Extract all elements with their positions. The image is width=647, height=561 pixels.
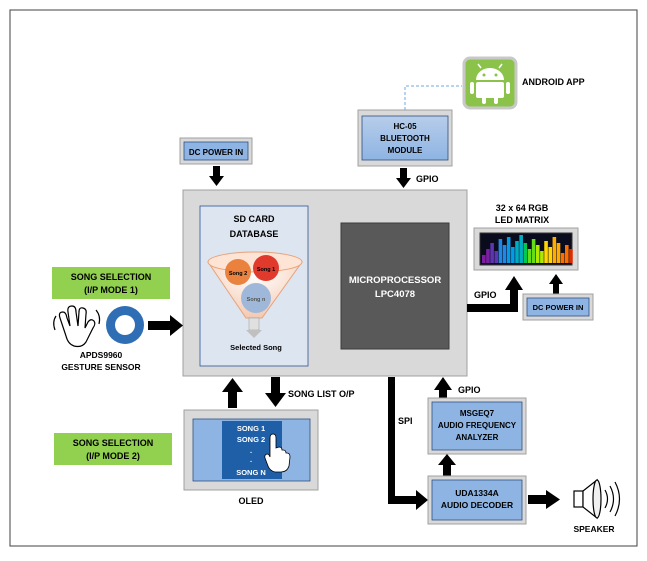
song-selection-mode1-badge: SONG SELECTION (I/P MODE 1) — [52, 267, 170, 299]
arrow-sensor-processor — [148, 315, 183, 336]
gesture-sensor-label-2: GESTURE SENSOR — [61, 362, 140, 372]
bluetooth-module-block: HC-05 BLUETOOTH MODULE — [357, 109, 453, 167]
equalizer-bar — [506, 237, 511, 263]
song-2-label: Song 2 — [229, 271, 247, 277]
equalizer-bar — [519, 235, 523, 263]
arrow-oled-to-processor — [222, 378, 243, 408]
song-n-ball — [241, 283, 271, 313]
equalizer-bar — [560, 253, 565, 263]
android-app-label: ANDROID APP — [522, 77, 585, 87]
msgeq7-label-1: MSGEQ7 — [460, 409, 495, 418]
song-list-out-label: SONG LIST O/P — [288, 389, 355, 399]
equalizer-bar — [482, 255, 486, 263]
sd-card-label-1: SD CARD — [233, 214, 275, 224]
arrow-decoder-to-msgeq7 — [438, 454, 456, 476]
song-selection-1-line-2: (I/P MODE 1) — [84, 285, 138, 295]
equalizer-bar — [511, 247, 515, 263]
equalizer-bar — [565, 245, 569, 263]
hand-wave-icon — [53, 305, 101, 348]
led-matrix-label-1: 32 x 64 RGB — [496, 203, 549, 213]
gpio-led-label: GPIO — [474, 290, 497, 300]
arrow-dc-power-top — [209, 166, 224, 186]
oled-label: OLED — [238, 496, 264, 506]
song-1-label: Song 1 — [257, 267, 275, 273]
microprocessor-block: MICROPROCESSOR LPC4078 — [340, 222, 450, 350]
gpio-msgeq7-label: GPIO — [458, 385, 481, 395]
equalizer-bar — [548, 247, 552, 263]
equalizer-bar — [498, 239, 503, 263]
led-equalizer-graphic — [482, 235, 573, 263]
equalizer-bar — [490, 243, 494, 263]
equalizer-bar — [535, 245, 540, 263]
dc-power-right-label: DC POWER IN — [533, 303, 584, 312]
equalizer-bar — [552, 237, 557, 263]
speaker-icon — [573, 478, 621, 520]
led-matrix-block — [473, 227, 579, 271]
arrow-msgeq7-to-processor — [434, 377, 452, 401]
equalizer-bar — [544, 241, 548, 263]
msgeq7-label-3: ANALYZER — [456, 433, 499, 442]
bluetooth-label-2: BLUETOOTH — [380, 134, 430, 143]
android-app-block: ANDROID APP — [462, 56, 585, 110]
arrow-bluetooth-gpio — [396, 168, 411, 188]
oled-song-n: SONG N — [236, 468, 266, 477]
led-matrix-label-2: LED MATRIX — [495, 215, 549, 225]
decoder-label-1: UDA1334A — [455, 488, 498, 498]
microprocessor-label-2: LPC4078 — [375, 289, 415, 300]
equalizer-bar — [569, 249, 573, 263]
android-icon — [470, 63, 510, 104]
song-1-ball — [253, 255, 279, 281]
equalizer-bar — [540, 251, 544, 263]
arrow-dc-power-right — [549, 274, 563, 294]
equalizer-bar — [494, 251, 499, 263]
equalizer-bar — [523, 243, 528, 263]
dc-power-top-block: DC POWER IN — [179, 137, 253, 165]
arrow-processor-spi-decoder — [388, 377, 428, 510]
song-selection-2-line-2: (I/P MODE 2) — [86, 451, 140, 461]
song-selection-mode2-badge: SONG SELECTION (I/P MODE 2) — [54, 433, 172, 465]
msgeq7-label-2: AUDIO FREQUENCY — [438, 421, 517, 430]
song-selection-2-line-1: SONG SELECTION — [73, 438, 154, 448]
equalizer-bar — [531, 239, 536, 263]
dc-power-right-block: DC POWER IN — [522, 293, 594, 321]
msgeq7-block: MSGEQ7 AUDIO FREQUENCY ANALYZER — [427, 397, 527, 455]
equalizer-bar — [502, 245, 507, 263]
oled-song-2: SONG 2 — [237, 435, 265, 444]
arrow-processor-to-oled — [265, 377, 286, 407]
wireless-link-dashed — [404, 85, 462, 110]
equalizer-bar — [556, 243, 561, 263]
microprocessor-label-1: MICROPROCESSOR — [349, 275, 442, 286]
dc-power-top-label: DC POWER IN — [189, 148, 243, 157]
equalizer-bar — [515, 241, 519, 263]
arrow-decoder-speaker — [528, 490, 560, 509]
sd-card-database-block: SD CARD DATABASE Song 2 Song 1 Song n Se… — [199, 205, 309, 367]
gesture-sensor-label-1: APDS9960 — [80, 350, 123, 360]
oled-block: SONG 1 SONG 2 . . SONG N — [183, 409, 319, 491]
audio-decoder-block: UDA1334A AUDIO DECODER — [427, 475, 527, 525]
gpio-bluetooth-label: GPIO — [416, 174, 439, 184]
bluetooth-label-3: MODULE — [388, 146, 423, 155]
oled-song-1: SONG 1 — [237, 424, 265, 433]
song-2-ball — [225, 259, 251, 285]
decoder-label-2: AUDIO DECODER — [441, 500, 513, 510]
arrow-processor-led — [467, 276, 523, 312]
pointer-hand-icon — [264, 433, 291, 473]
spi-label: SPI — [398, 416, 413, 426]
gesture-sensor-icon — [106, 306, 144, 344]
song-selection-1-line-1: SONG SELECTION — [71, 272, 152, 282]
oled-dot-1: . — [250, 446, 252, 455]
selected-song-label: Selected Song — [230, 343, 282, 352]
sd-card-label-2: DATABASE — [230, 229, 279, 239]
equalizer-bar — [527, 249, 532, 263]
speaker-label: SPEAKER — [573, 524, 614, 534]
song-n-label: Song n — [247, 297, 266, 303]
bluetooth-label-1: HC-05 — [393, 122, 417, 131]
equalizer-bar — [486, 249, 490, 263]
oled-dot-2: . — [250, 455, 252, 464]
